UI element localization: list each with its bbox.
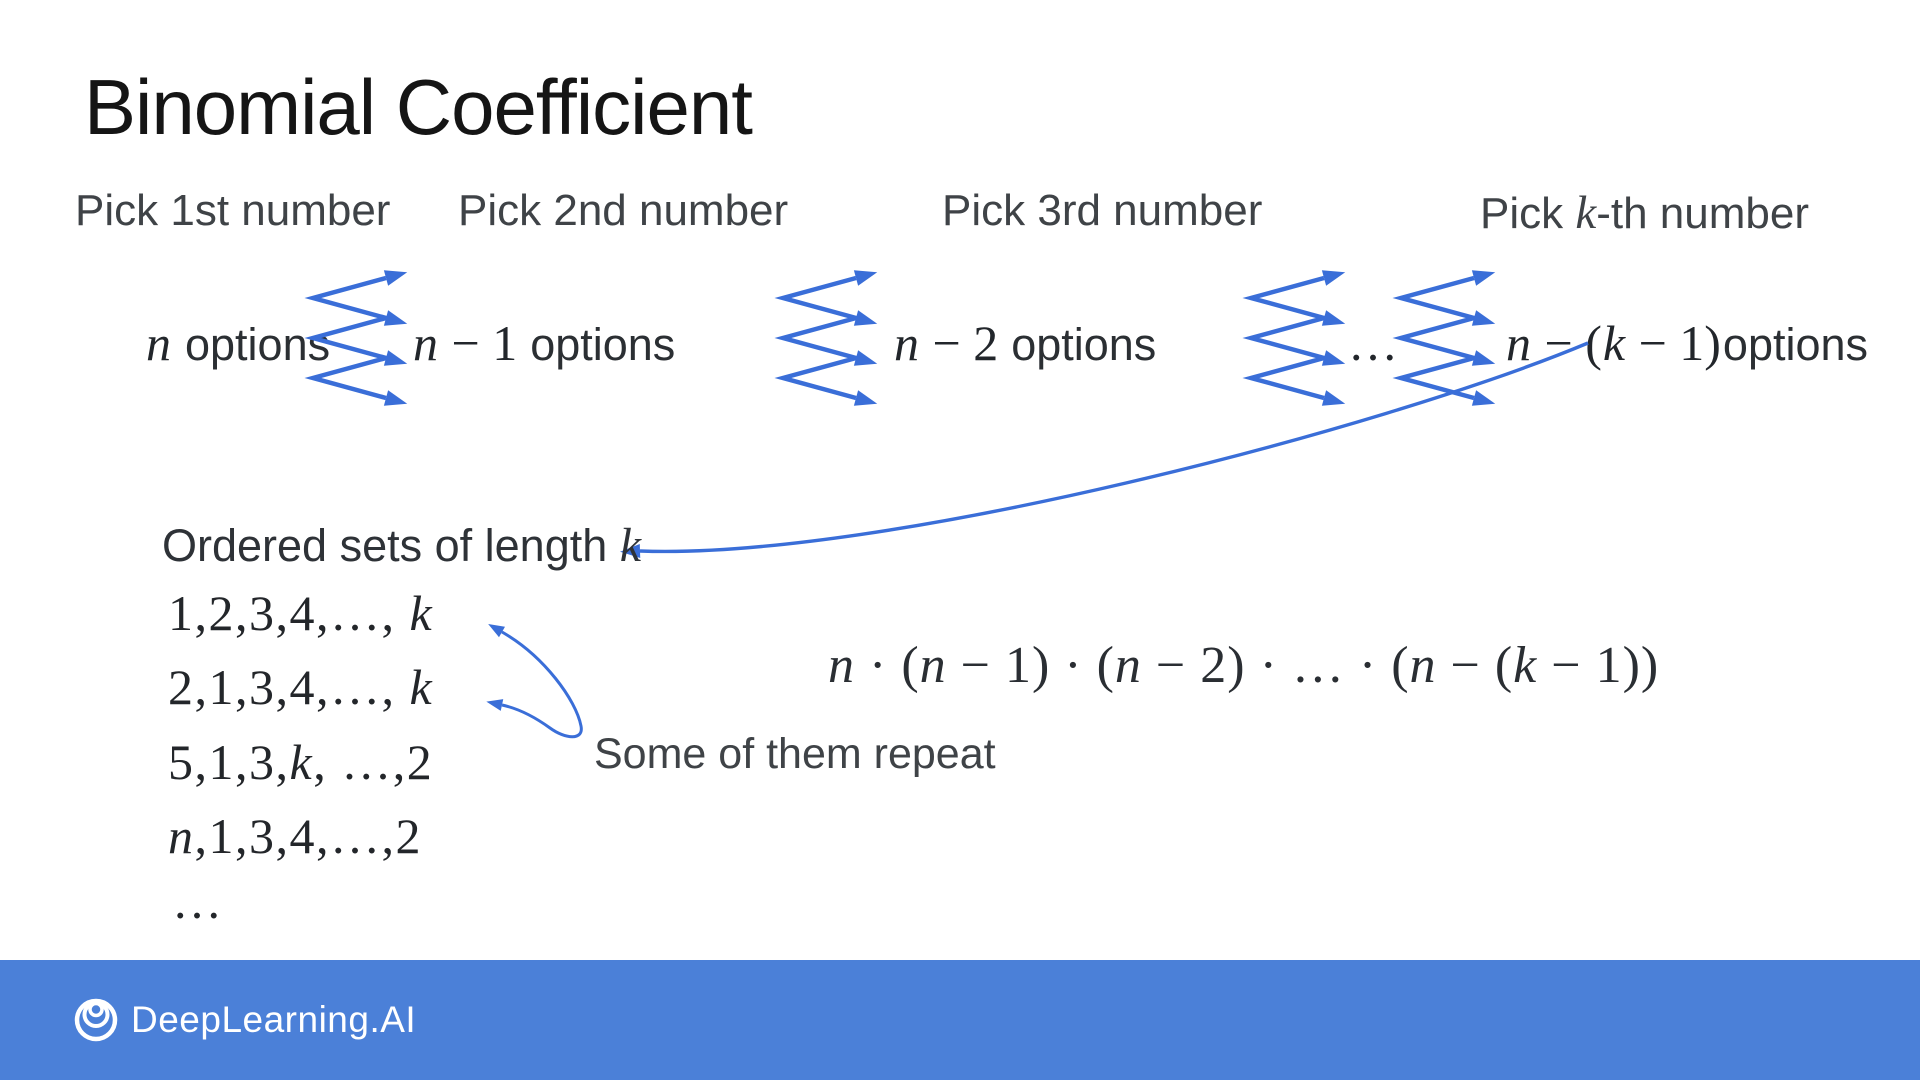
repeat-note: Some of them repeat	[594, 730, 996, 778]
options-n-math: n	[146, 315, 171, 371]
options-n-minus-k-1-unit: options	[1722, 319, 1869, 370]
sequence-row-4: n,1,3,4,…,2	[168, 808, 422, 864]
options-n: n options	[145, 314, 330, 372]
pick-3rd-label: Pick 3rd number	[942, 186, 1263, 235]
options-n-minus-k-1: n − (k − 1)options	[1505, 314, 1868, 372]
repeat-arrows-icon	[486, 624, 583, 739]
ordered-sets-label: Ordered sets of length k	[162, 518, 641, 573]
ordered-sets-k-variable: k	[619, 519, 642, 572]
page-title: Binomial Coefficient	[84, 63, 753, 151]
sequence-row-2: 2,1,3,4,…, k	[168, 659, 434, 715]
sequence-row-ellipsis: …	[172, 873, 224, 929]
pick-kth-label-pre: Pick	[1480, 189, 1576, 238]
options-n-minus-2-math: n − 2	[894, 315, 999, 371]
sequence-row-3: 5,1,3,k, …,2	[168, 734, 434, 790]
options-n-minus-1-unit: options	[530, 319, 676, 370]
footer-bar	[0, 960, 1920, 1080]
options-n-unit: options	[185, 319, 331, 370]
ordered-sets-text: Ordered sets of length	[162, 520, 620, 571]
sequence-row-1: 1,2,3,4,…, k	[168, 585, 434, 641]
deeplearning-ai-logo-icon	[74, 998, 118, 1042]
options-n-minus-1-math: n − 1	[413, 315, 518, 371]
branch-arrows-icon-1	[308, 272, 410, 404]
brand-logo: DeepLearning.AI	[72, 960, 416, 1080]
options-n-minus-2-unit: options	[1011, 319, 1157, 370]
options-n-minus-k-1-math: n − (k − 1)	[1506, 315, 1721, 371]
pick-1st-label: Pick 1st number	[75, 186, 391, 235]
pick-kth-label: Pick k-th number	[1480, 186, 1809, 240]
curved-arrow-to-ordered-sets-icon	[620, 341, 1589, 558]
pick-2nd-label: Pick 2nd number	[458, 186, 789, 235]
brand-name: DeepLearning.AI	[131, 999, 417, 1040]
pick-kth-label-post: -th number	[1596, 189, 1809, 238]
options-ellipsis: …	[1348, 315, 1398, 371]
k-variable: k	[1575, 187, 1597, 239]
product-formula: n · (n − 1) · (n − 2) · … · (n − (k − 1)…	[828, 637, 1660, 694]
